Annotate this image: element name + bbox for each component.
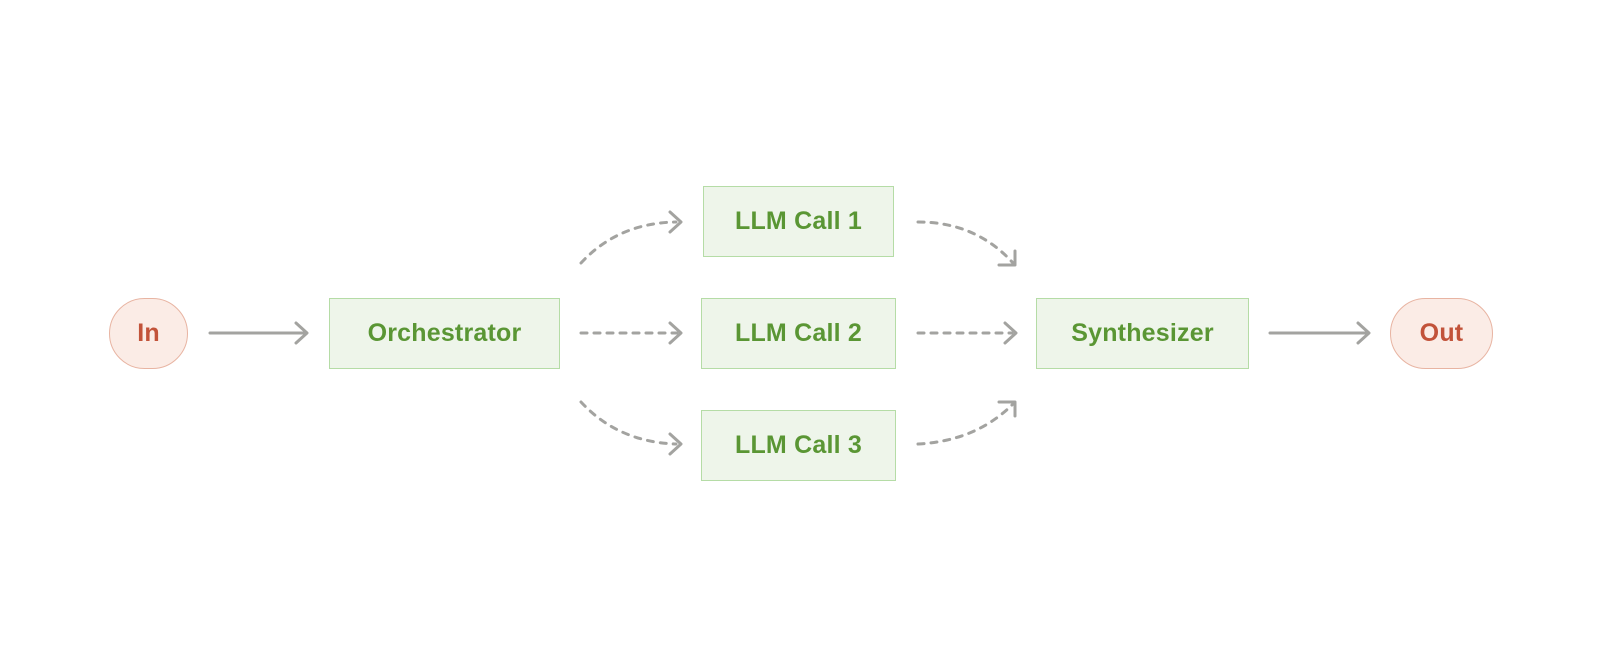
llm-call-1-node: LLM Call 1 <box>703 186 894 257</box>
llm-call-1-node-label: LLM Call 1 <box>734 207 862 235</box>
edge-in-to-orchestrator <box>208 321 309 345</box>
edge-orchestrator-to-llm-call-2 <box>579 321 683 345</box>
llm-call-3-node: LLM Call 3 <box>701 410 896 481</box>
edge-synthesizer-to-out <box>1268 321 1371 345</box>
edge-llm-call-2-to-synthesizer <box>916 321 1018 345</box>
edge-llm-call-3-to-synthesizer <box>916 400 1017 446</box>
synthesizer-node-label: Synthesizer <box>1071 319 1214 347</box>
output-node-label: Out <box>1419 319 1464 347</box>
input-node: In <box>109 298 188 369</box>
edge-orchestrator-to-llm-call-1 <box>579 210 683 265</box>
llm-call-2-node: LLM Call 2 <box>701 298 896 369</box>
llm-call-3-node-label: LLM Call 3 <box>734 431 862 459</box>
output-node: Out <box>1390 298 1493 369</box>
edge-llm-call-1-to-synthesizer <box>916 220 1017 267</box>
llm-call-2-node-label: LLM Call 2 <box>734 319 862 347</box>
synthesizer-node: Synthesizer <box>1036 298 1249 369</box>
orchestrator-node-label: Orchestrator <box>367 319 522 347</box>
orchestrator-node: Orchestrator <box>329 298 560 369</box>
input-node-label: In <box>137 319 160 347</box>
edge-orchestrator-to-llm-call-3 <box>579 400 683 456</box>
